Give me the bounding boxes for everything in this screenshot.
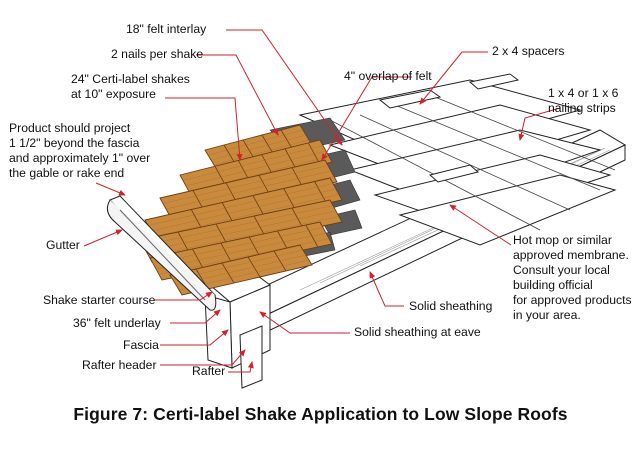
shake-grain	[147, 183, 334, 226]
label-nails-per-shake: 2 nails per shake	[111, 47, 204, 61]
label-nailing-strips: 1 x 4 or 1 x 6 nailing strips	[548, 86, 619, 115]
shake-grain	[165, 170, 332, 210]
label-rafter: Rafter	[192, 364, 226, 378]
label-starter-course: Shake starter course	[43, 293, 156, 307]
leader-line	[518, 107, 561, 141]
shake-grain	[142, 205, 334, 246]
leader-line	[259, 311, 350, 334]
shake-grain	[162, 165, 329, 204]
leader-line	[155, 291, 213, 301]
label-felt-underlay: 36" felt underlay	[73, 316, 161, 330]
shake-grain	[185, 150, 327, 187]
shake-grain	[148, 216, 340, 257]
label-solid-sheathing: Solid sheathing	[409, 299, 493, 313]
leader-line	[160, 329, 229, 346]
leader-line	[83, 229, 123, 247]
shake-grain	[153, 194, 340, 237]
label-spacers: 2 x 4 spacers	[492, 44, 565, 58]
spacers	[378, 73, 520, 183]
shake-grain	[182, 145, 324, 181]
leader-line	[449, 204, 512, 246]
leader-line	[228, 361, 254, 373]
label-membrane: Hot mop or similar approved membrane. Co…	[513, 233, 632, 322]
leader-line	[196, 54, 279, 136]
leader-line	[95, 182, 126, 196]
leader-line	[160, 349, 246, 366]
leader-line	[165, 97, 243, 161]
label-fascia: Fascia	[123, 338, 159, 352]
leader-line	[419, 51, 488, 105]
shake-grain	[145, 210, 337, 252]
label-solid-sheathing-eave: Solid sheathing at eave	[354, 325, 481, 339]
leader-lines	[83, 29, 561, 373]
leader-line	[226, 29, 343, 146]
label-product-project: Product should project 1 1/2" beyond the…	[9, 121, 151, 180]
label-shakes-exposure: 24" Certi-label shakes at 10" exposure	[71, 72, 190, 101]
label-felt-interlay: 18" felt interlay	[126, 22, 207, 36]
shake-grain	[210, 134, 307, 161]
eave-sheathing	[204, 269, 271, 389]
shake-field	[139, 124, 343, 296]
gutter	[106, 195, 217, 311]
leader-line	[321, 76, 412, 161]
label-gutter: Gutter	[46, 238, 80, 252]
rafters-strips	[298, 79, 617, 246]
label-overlap-felt: 4" overlap of felt	[344, 69, 432, 83]
label-rafter-header: Rafter header	[82, 358, 157, 372]
leader-line	[170, 309, 221, 324]
shake-grain	[213, 139, 310, 166]
shake-grain	[150, 188, 337, 232]
shake-grain	[152, 227, 324, 264]
shake-grain	[207, 129, 304, 156]
figure-caption: Figure 7: Certi-label Shake Application …	[73, 404, 568, 424]
leader-line	[369, 271, 404, 307]
